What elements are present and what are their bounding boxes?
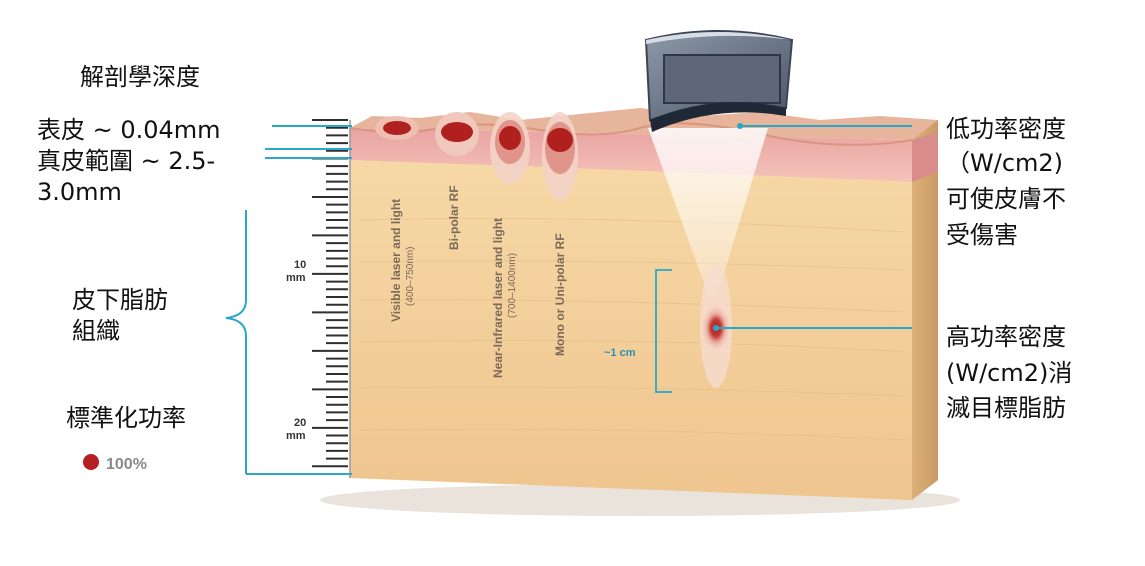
fat-label-line2: 組織 bbox=[72, 317, 120, 345]
device-applicator bbox=[644, 30, 794, 132]
low-density-line-3: 可使皮膚不 bbox=[946, 185, 1066, 213]
low-density-line-4: 受傷害 bbox=[946, 221, 1018, 249]
high-density-line-3: 滅目標脂肪 bbox=[946, 394, 1066, 422]
tech-range-near-infrared: (700–1400nm) bbox=[507, 253, 518, 318]
ultrasound-beam bbox=[648, 128, 768, 300]
low-density-line-1: 低功率密度 bbox=[946, 115, 1066, 143]
low-density-marker bbox=[737, 123, 743, 129]
normalized-power-label: 標準化功率 bbox=[66, 404, 186, 432]
focus-size-label: ~1 cm bbox=[604, 347, 636, 359]
epidermis-surface bbox=[350, 108, 938, 140]
tech-range-visible-laser: (400–750nm) bbox=[405, 247, 416, 306]
diagram-heading: 解剖學深度 bbox=[80, 63, 200, 91]
callout-lines bbox=[716, 125, 912, 329]
ruler-unit-20: mm bbox=[286, 430, 306, 442]
ruler-unit-10: mm bbox=[286, 272, 306, 284]
dermis-depth-label-line2: 3.0mm bbox=[37, 178, 122, 206]
dermis-side bbox=[912, 132, 938, 182]
legend-value: 100% bbox=[106, 456, 147, 473]
layer-connector-lines bbox=[225, 125, 352, 475]
block-side-face bbox=[912, 120, 938, 500]
fat-label-line1: 皮下脂肪 bbox=[72, 286, 168, 314]
fat-texture bbox=[359, 218, 906, 441]
tech-label-mono-rf: Mono or Uni-polar RF bbox=[553, 233, 567, 356]
ruler-label-20: 20 bbox=[294, 417, 306, 429]
technology-labels: Visible laser and light (400–750nm) Bi-p… bbox=[389, 185, 567, 378]
high-density-line-1: 高功率密度 bbox=[946, 323, 1066, 351]
tech-label-near-infrared: Near-Infrared laser and light bbox=[491, 218, 505, 378]
legend-dot bbox=[83, 454, 99, 470]
low-density-line-2: （W/cm2) bbox=[946, 149, 1064, 177]
ruler-ticks bbox=[312, 119, 348, 475]
focus-size-bracket bbox=[655, 269, 672, 393]
fat-tissue-layer bbox=[350, 160, 912, 500]
high-density-line-2: (W/cm2)消 bbox=[946, 359, 1073, 387]
tech-label-bipolar-rf: Bi-polar RF bbox=[447, 185, 461, 250]
epidermis-depth-label: 表皮 ~ 0.04mm bbox=[37, 116, 221, 144]
superficial-heat-zones bbox=[375, 112, 578, 200]
tech-label-visible-laser: Visible laser and light bbox=[389, 199, 403, 322]
ruler-label-10: 10 bbox=[294, 259, 306, 271]
high-density-marker bbox=[713, 325, 719, 331]
dermis-depth-label-line1: 真皮範圍 ~ 2.5- bbox=[37, 147, 216, 175]
